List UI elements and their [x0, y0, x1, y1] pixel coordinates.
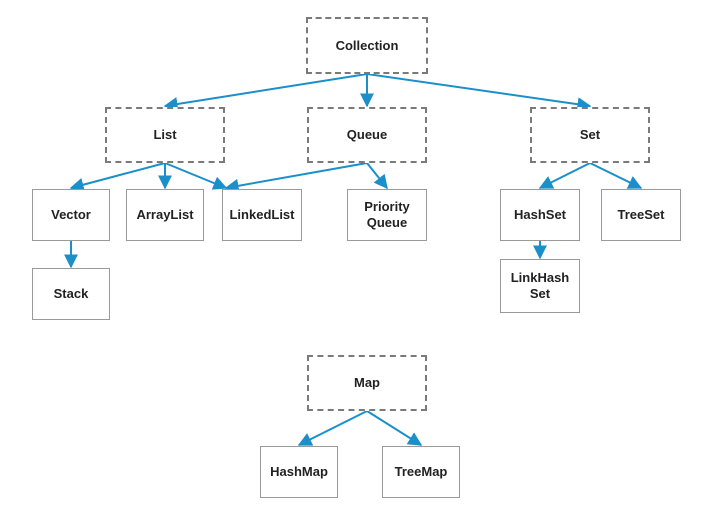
linkhashset-class-node: LinkHash Set [500, 259, 580, 313]
edge-collection-to-list [163, 73, 368, 111]
edge-list-to-vector [69, 162, 166, 192]
edge-set-to-hashset [538, 162, 591, 189]
treemap-class-node: TreeMap [382, 446, 460, 498]
edge-list-to-linkedlist [164, 162, 228, 190]
edge-map-to-treemap [366, 410, 423, 446]
map-label: Map [354, 375, 380, 390]
arraylist-class-node: ArrayList [126, 189, 204, 241]
hashset-label: HashSet [513, 207, 567, 222]
edge-set-to-treeset [589, 162, 643, 189]
queue-interface-node: Queue [307, 107, 427, 163]
edge-queue-to-priority_queue [366, 162, 388, 190]
priority-queue-label: Priority Queue [364, 199, 410, 230]
treeset-label: TreeSet [617, 207, 665, 222]
edge-map-to-hashmap [297, 410, 368, 446]
linkhashset-label: LinkHash Set [510, 270, 570, 301]
list-interface-node: List [105, 107, 225, 163]
list-label: List [153, 127, 177, 142]
set-label: Set [579, 127, 601, 142]
vector-class-node: Vector [32, 189, 110, 241]
collection-label: Collection [335, 37, 399, 53]
hashmap-label: HashMap [270, 464, 328, 479]
linkedlist-class-node: LinkedList [222, 189, 302, 241]
stack-label: Stack [53, 286, 89, 301]
edge-collection-to-set [366, 73, 592, 112]
linkedlist-label: LinkedList [229, 207, 295, 222]
hashmap-class-node: HashMap [260, 446, 338, 498]
treemap-label: TreeMap [394, 464, 448, 479]
set-interface-node: Set [530, 107, 650, 163]
priority-queue-class-node: Priority Queue [347, 189, 427, 241]
vector-label: Vector [51, 207, 91, 222]
arraylist-label: ArrayList [136, 207, 194, 222]
hashset-class-node: HashSet [500, 189, 580, 241]
treeset-class-node: TreeSet [601, 189, 681, 241]
queue-label: Queue [346, 127, 388, 142]
edge-queue-to-linkedlist [224, 162, 368, 193]
collection-interface-node: Collection [306, 17, 428, 74]
map-interface-node: Map [307, 355, 427, 411]
stack-class-node: Stack [32, 268, 110, 320]
